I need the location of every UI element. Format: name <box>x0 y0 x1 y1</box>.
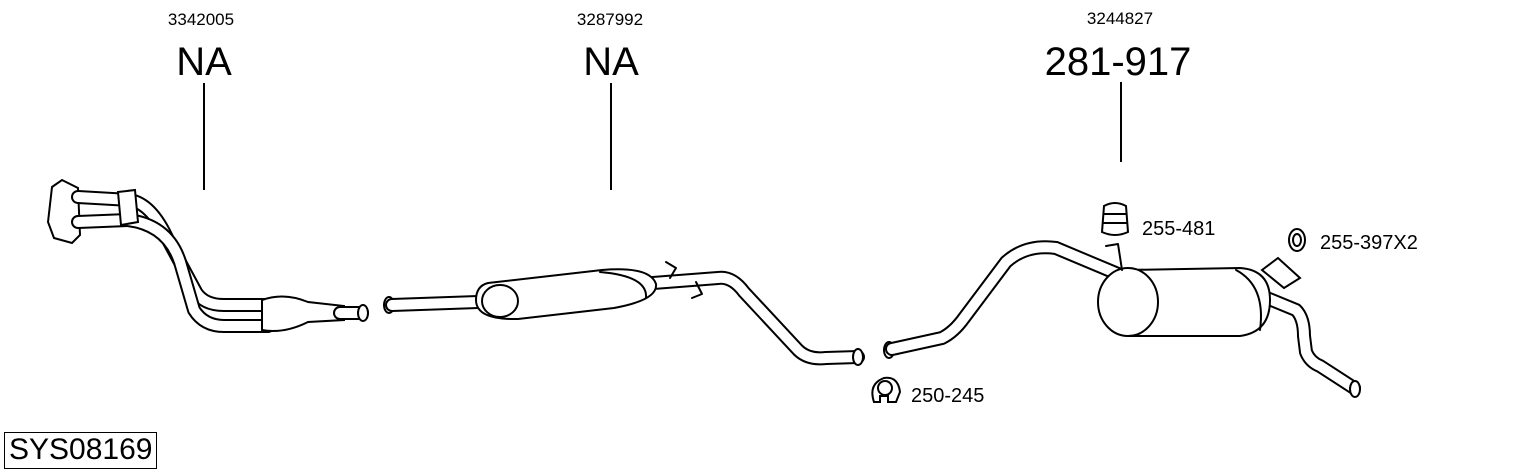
front-pipe-bracket <box>116 188 140 227</box>
accessory-label-pipe-clamp: 250-245 <box>911 385 985 407</box>
manifold-flange <box>46 178 82 245</box>
part-number-front-pipe: NA <box>176 40 232 84</box>
center-pipe-rear-outline <box>633 270 865 366</box>
oe-number-front-pipe: 3342005 <box>167 10 235 29</box>
rear-silencer-seam <box>1235 269 1262 331</box>
tailpipe <box>1257 291 1359 393</box>
accessory-label-rubber-ring: 255-397X2 <box>1320 232 1418 254</box>
center-pipe-outlet-end <box>852 348 864 366</box>
front-pipe-drawing <box>46 178 369 333</box>
center-hanger-front <box>665 261 677 279</box>
middle-silencer-seam <box>599 271 648 299</box>
center-pipe-rear <box>635 272 863 364</box>
middle-silencer-front-cap <box>481 284 519 318</box>
front-pipe-lower-tube <box>73 215 273 331</box>
center-hanger-rear <box>691 281 703 299</box>
system-code-label: SYS08169 <box>4 432 158 469</box>
front-pipe-outlet-end <box>357 304 369 322</box>
front-pipe-y-junction <box>261 295 345 332</box>
part-number-center-section: NA <box>583 40 639 84</box>
oe-number-rear-silencer: 3244827 <box>1086 9 1154 28</box>
accessory-label-rubber-hanger: 255-481 <box>1142 218 1216 240</box>
part-number-rear-silencer: 281-917 <box>1044 40 1192 84</box>
middle-silencer-body <box>474 268 658 321</box>
tailpipe-end <box>1349 380 1361 398</box>
rear-hanger-stud <box>1105 243 1123 271</box>
rear-pipe-inlet <box>887 242 1133 354</box>
oe-number-center-section: 3287992 <box>576 10 644 29</box>
rear-silencer-bracket <box>1260 256 1302 290</box>
rubber-hanger-icon <box>1100 202 1130 236</box>
rubber-ring-icon <box>1288 228 1306 252</box>
rear-silencer-front-cap <box>1097 267 1159 337</box>
pipe-clamp-icon <box>871 376 902 403</box>
center-section-drawing <box>383 261 865 366</box>
rear-section-drawing <box>883 240 1361 398</box>
